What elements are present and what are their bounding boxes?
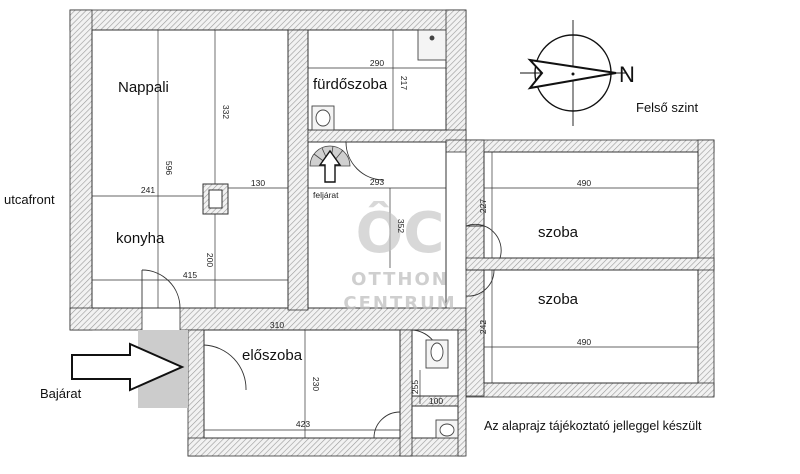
stair-label: feljárat [313, 190, 339, 200]
dim-490-a: 490 [577, 178, 591, 188]
compass-icon [520, 20, 626, 126]
stair-arrow-icon [318, 149, 342, 183]
dim-290: 290 [370, 58, 384, 68]
fixtures [311, 29, 459, 439]
dimension-lines [92, 30, 698, 438]
room-label-nappali: Nappali [118, 79, 169, 96]
dim-242: 242 [478, 320, 488, 334]
label-utcafront: utcafront [4, 192, 55, 207]
dim-255: 255 [410, 380, 420, 394]
dim-332: 332 [221, 105, 231, 119]
label-felso-szint: Felső szint [636, 100, 699, 115]
dim-100: 100 [429, 396, 443, 406]
dim-130: 130 [251, 178, 265, 188]
label-bajarat: Bajárat [40, 386, 82, 401]
dim-415: 415 [183, 270, 197, 280]
dim-227: 227 [478, 199, 488, 213]
disclaimer-note: Az alaprajz tájékoztató jelleggel készül… [484, 419, 702, 433]
room-label-szoba-2: szoba [538, 291, 579, 308]
watermark-line-2: CENTRUM [343, 293, 456, 314]
room-label-eloszoba: előszoba [242, 347, 303, 364]
room-label-konyha: konyha [116, 230, 165, 247]
room-label-furdoszoba: fürdőszoba [313, 76, 388, 93]
watermark-line-1: OTTHON [351, 269, 449, 290]
dim-241: 241 [141, 185, 155, 195]
entrance-arrow-icon [71, 342, 185, 392]
watermark-logo: ÔC OTTHON CENTRUM [343, 201, 456, 314]
dim-490-b: 490 [577, 337, 591, 347]
room-label-szoba-1: szoba [538, 224, 579, 241]
watermark-mark: ÔC [356, 201, 445, 266]
doors [141, 141, 502, 439]
compass-north-letter: N [619, 62, 635, 87]
dim-230: 230 [311, 377, 321, 391]
chimney [202, 183, 229, 215]
dim-200: 200 [205, 253, 215, 267]
shower-tray [417, 29, 447, 61]
dim-352: 352 [396, 219, 406, 233]
dim-293: 293 [370, 177, 384, 187]
dim-423: 423 [296, 419, 310, 429]
room-floors [91, 29, 699, 439]
dim-310: 310 [270, 320, 284, 330]
dim-217: 217 [399, 76, 409, 90]
dim-596: 596 [164, 161, 174, 175]
